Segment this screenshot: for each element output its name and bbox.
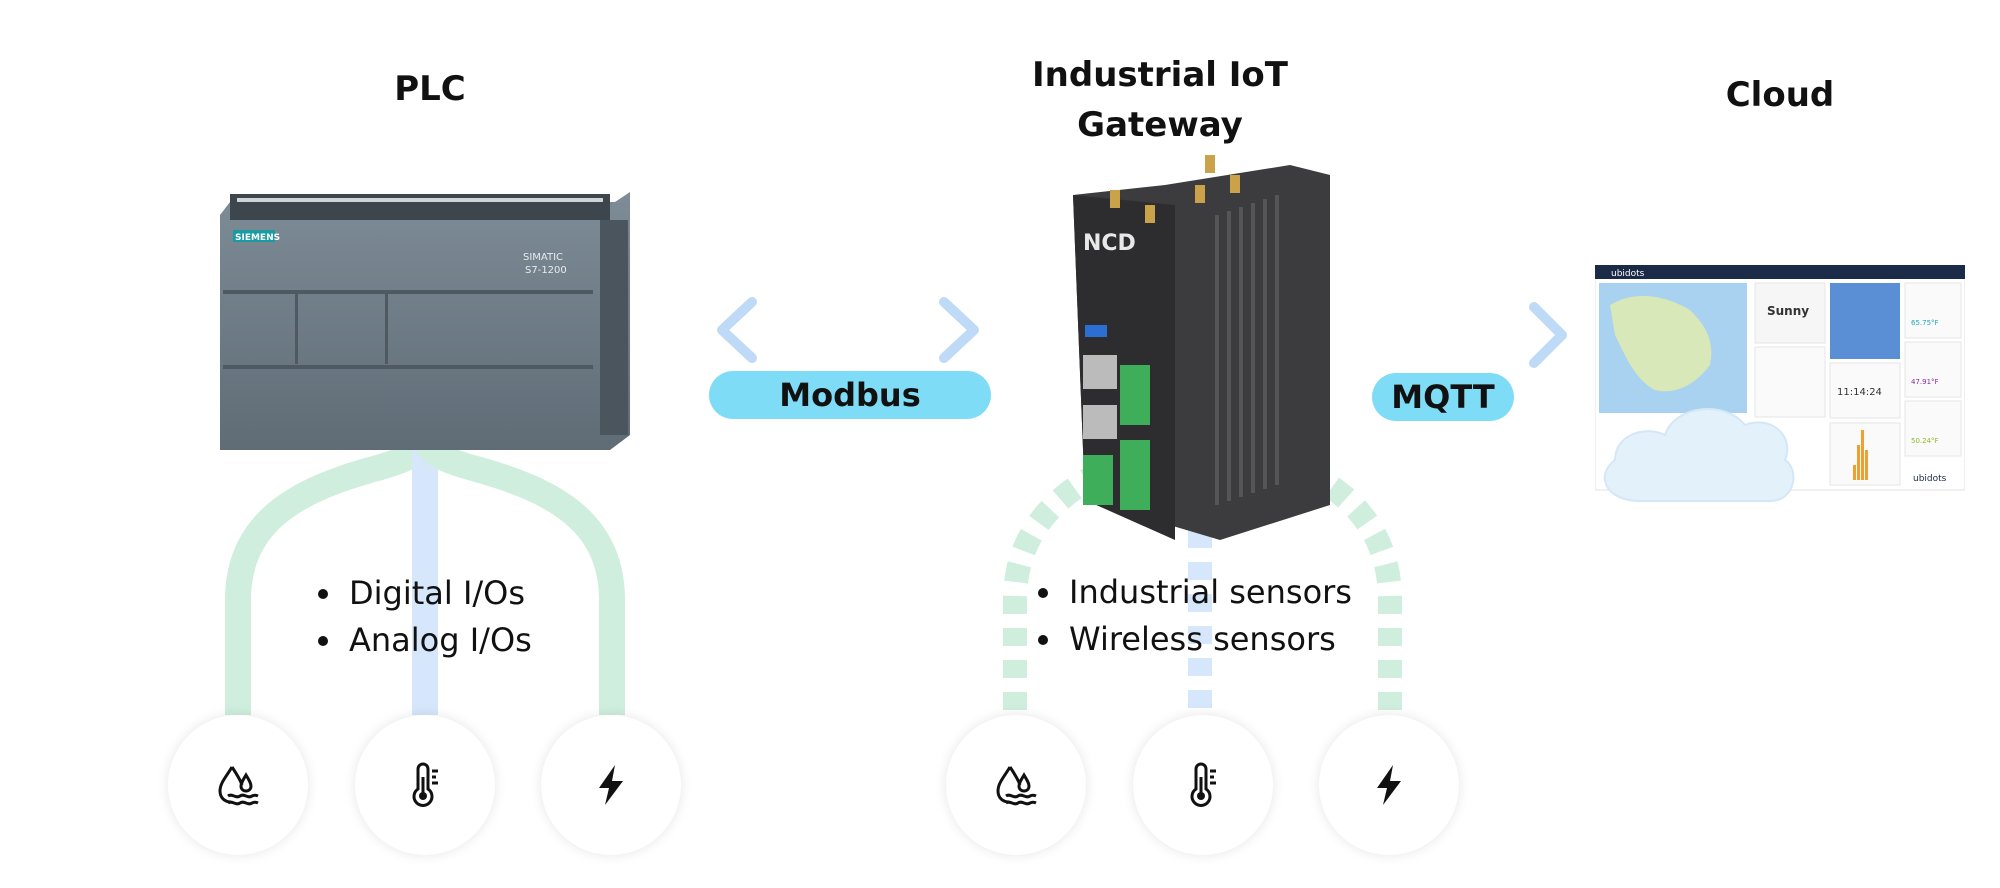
water-drop-icon [218,766,259,806]
modbus-arrow-left-head [717,297,757,363]
dashboard-reading-2: 47.91°F [1911,378,1939,386]
plc-wire-right [412,434,625,715]
dashboard-brand: ubidots [1611,269,1645,279]
gateway-power-sensor [1319,715,1459,855]
gateway-water-sensor [946,715,1086,855]
gateway-sensor-list: Industrial sensors Wireless sensors [1035,569,1352,663]
cloud-dashboard: ubidots Sunny 11:14:24 65.75°F 47.91°F 5… [1595,265,1965,502]
gateway-sensor-item-wireless: Wireless sensors [1065,616,1352,663]
thermometer-icon [1190,762,1216,807]
cloud-title: Cloud [1725,75,1835,115]
plc-io-list: Digital I/Os Analog I/Os [315,570,532,664]
dashboard-reading-1: 65.75°F [1911,319,1939,327]
mqtt-label: MQTT [1372,373,1514,421]
plc-temperature-sensor [355,715,495,855]
dashboard-clock: 11:14:24 [1837,387,1882,398]
plc-power-sensor [541,715,681,855]
gateway-device: NCD [1073,155,1330,540]
gateway-title-line1: Industrial IoT [1032,55,1288,95]
dashboard-reading-3: 50.24°F [1911,437,1939,445]
modbus-label: Modbus [709,371,991,419]
gateway-logo: NCD [1083,231,1136,256]
water-drop-icon [996,766,1037,806]
plc-water-sensor [168,715,308,855]
plc-model-label: SIMATIC [523,252,563,263]
plc-io-item-digital: Digital I/Os [345,570,532,617]
dashboard-weather: Sunny [1767,304,1809,318]
dashboard-footer-brand: ubidots [1913,474,1947,484]
thermometer-icon [412,762,438,807]
gateway-temperature-sensor [1133,715,1273,855]
modbus-arrow-right-head [939,297,979,363]
plc-brand-label: SIEMENS [235,233,280,243]
gateway-sensor-item-industrial: Industrial sensors [1065,569,1352,616]
cloud-shape [1603,408,1795,502]
lightning-icon [1377,765,1401,805]
plc-siemens-badge [233,230,275,242]
plc-wire-left [225,434,438,715]
mqtt-arrow-head [1529,302,1567,368]
plc-title: PLC [394,69,466,109]
lightning-icon [599,765,623,805]
plc-device: SIEMENS SIMATIC S7-1200 [220,192,630,450]
gateway-title: Industrial IoT Gateway [1000,50,1320,150]
plc-io-item-analog: Analog I/Os [345,617,532,664]
plc-series-label: S7-1200 [525,265,567,276]
gateway-title-line2: Gateway [1077,105,1243,145]
